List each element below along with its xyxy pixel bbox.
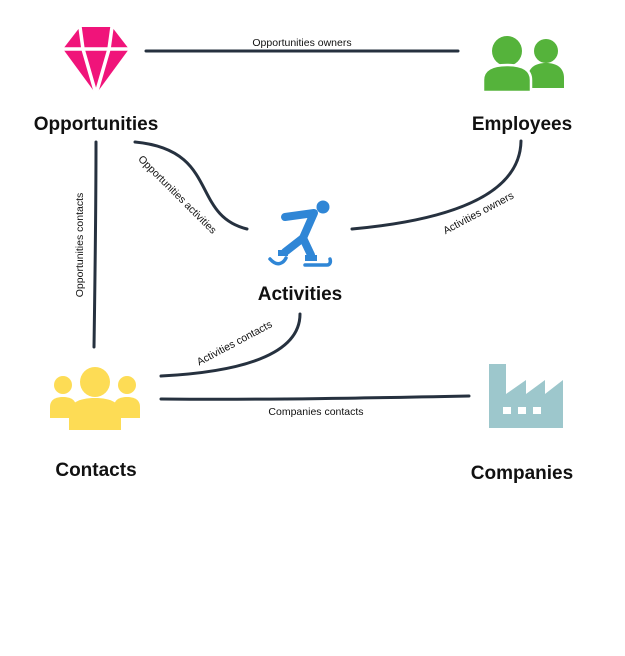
node-label-opportunities: Opportunities: [34, 114, 159, 135]
edge-label-opportunities-owners: Opportunities owners: [252, 37, 351, 49]
edge-opportunities-contacts: [92, 140, 98, 349]
edge-label-opportunities-contacts: Opportunities contacts: [74, 193, 86, 297]
users-icon: [481, 36, 564, 94]
node-companies: Companies: [471, 364, 573, 484]
group-icon: [50, 367, 140, 430]
node-label-companies: Companies: [471, 463, 573, 484]
node-employees: Employees: [472, 36, 572, 135]
node-opportunities: Opportunities: [34, 26, 159, 135]
edge-label-activities-owners: Activities owners: [441, 190, 516, 237]
edge-label-activities-contacts: Activities contacts: [195, 318, 274, 368]
edge-companies-contacts: [159, 394, 471, 401]
gem-icon: [63, 26, 129, 95]
edge-opportunities-activities: [133, 140, 249, 231]
node-label-employees: Employees: [472, 114, 572, 135]
factory-icon: [489, 364, 563, 428]
node-label-contacts: Contacts: [55, 460, 136, 481]
node-activities: Activities: [258, 200, 342, 305]
edge-activities-owners: [350, 139, 523, 231]
node-label-activities: Activities: [258, 284, 342, 305]
edge-label-companies-contacts: Companies contacts: [268, 406, 363, 418]
edge-activities-contacts: [159, 312, 302, 378]
ice-skater-icon: [268, 200, 333, 267]
edges: [92, 49, 523, 401]
edge-labels: Opportunities owners Opportunities activ…: [74, 37, 516, 418]
node-contacts: Contacts: [50, 367, 140, 481]
